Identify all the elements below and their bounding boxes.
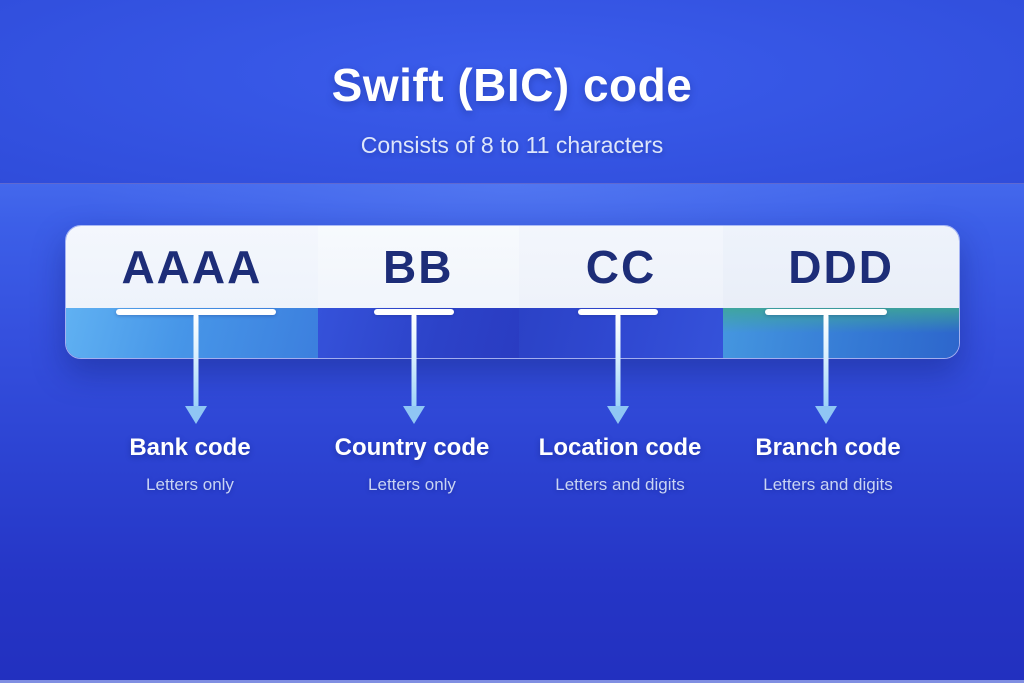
segment-color-strip xyxy=(723,308,959,358)
page-title: Swift (BIC) code xyxy=(331,59,693,111)
segment-letters: CC xyxy=(585,241,657,293)
arrow-stem xyxy=(615,314,621,407)
bic-code-card: AAAA BB CC DDD xyxy=(65,225,960,359)
segment-label: Bank code xyxy=(129,434,251,461)
segment-note: Letters and digits xyxy=(763,475,893,494)
segment-note: Letters and digits xyxy=(555,475,685,494)
down-arrow-branch xyxy=(765,309,887,424)
arrow-stem xyxy=(411,314,417,407)
segment-label: Branch code xyxy=(755,434,901,461)
segment-letters: AAAA xyxy=(121,241,263,293)
down-arrow-bank xyxy=(116,309,276,424)
segment-color-strip xyxy=(66,308,318,358)
segment-branch-code: DDD xyxy=(723,226,959,358)
segment-color-strip xyxy=(317,308,519,358)
segment-face: DDD xyxy=(723,226,959,308)
label-country-code: Country code Letters only xyxy=(335,434,490,495)
underline-bar xyxy=(765,309,887,315)
segment-label: Location code xyxy=(538,434,702,461)
background-top-gradient xyxy=(0,0,1024,183)
arrow-stem xyxy=(823,314,829,407)
arrowhead-down-icon xyxy=(185,406,207,424)
segment-note: Letters only xyxy=(146,475,234,494)
label-bank-code: Bank code Letters only xyxy=(129,434,250,495)
bottom-edge-highlight xyxy=(0,680,1024,683)
arrow-stem xyxy=(193,314,199,407)
segment-color-strip xyxy=(518,308,724,358)
underline-bar xyxy=(578,309,658,315)
segment-note: Letters only xyxy=(368,475,456,494)
underline-bar xyxy=(116,309,276,315)
segment-location-code: CC xyxy=(518,226,724,358)
arrowhead-down-icon xyxy=(403,406,425,424)
segment-letters: DDD xyxy=(788,241,894,293)
label-branch-code: Branch code Letters and digits xyxy=(755,434,900,495)
segment-letters: BB xyxy=(383,241,454,293)
page-subtitle: Consists of 8 to 11 characters xyxy=(360,132,664,158)
down-arrow-location xyxy=(578,309,658,424)
segment-bank-code: AAAA xyxy=(66,226,318,358)
segment-face: AAAA xyxy=(66,226,318,308)
segment-country-code: BB xyxy=(317,226,519,358)
down-arrow-country xyxy=(374,309,454,424)
segment-label: Country code xyxy=(334,434,490,461)
label-location-code: Location code Letters and digits xyxy=(539,434,702,495)
arrowhead-down-icon xyxy=(815,406,837,424)
underline-bar xyxy=(374,309,454,315)
segment-face: BB xyxy=(317,226,519,308)
arrowhead-down-icon xyxy=(607,406,629,424)
segment-face: CC xyxy=(518,226,724,308)
